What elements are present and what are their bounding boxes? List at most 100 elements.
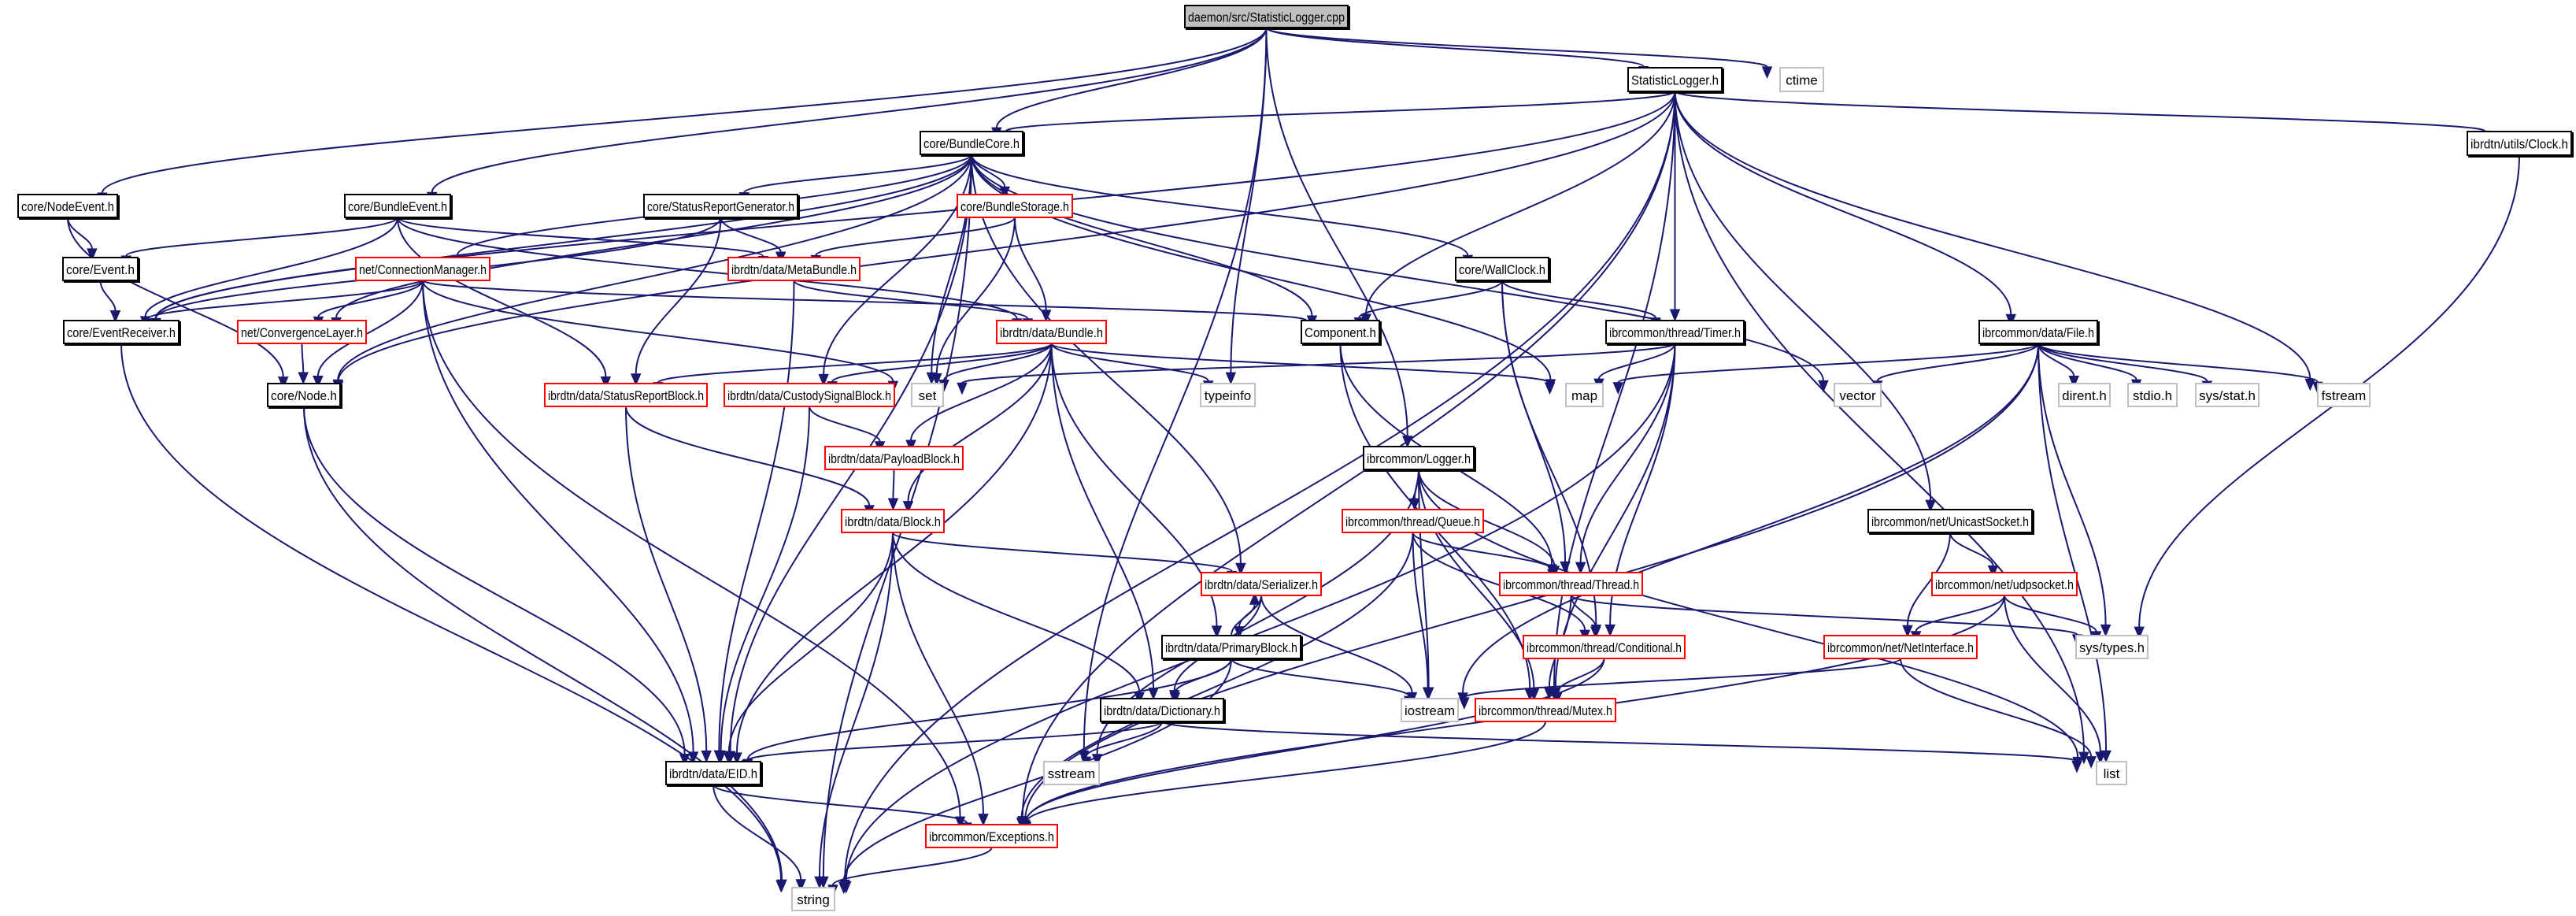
edge-line	[743, 154, 972, 194]
edge-connmgr_h-to-eid_h	[422, 280, 699, 765]
node-label: ibrcommon/data/File.h	[1982, 325, 2094, 340]
graph-node-thread-h[interactable]: ibrcommon/thread/Thread.h	[1499, 572, 1643, 596]
edge-line	[337, 91, 1676, 382]
graph-node-fstream: fstream	[2317, 383, 2371, 407]
node-box	[1823, 635, 1978, 659]
graph-node-clock-h[interactable]: ibrdtn/utils/Clock.h	[2467, 131, 2574, 158]
graph-node-connmgr-h[interactable]: net/ConnectionManager.h	[355, 257, 490, 281]
arrowhead-icon	[1925, 499, 1936, 513]
graph-node-srblock-h[interactable]: ibrdtn/data/StatusReportBlock.h	[544, 383, 708, 407]
edge-queue_h-to-iostream	[1412, 532, 1434, 700]
graph-node-eid-h[interactable]: ibrdtn/data/EID.h	[665, 761, 763, 787]
graph-node-csblock-h[interactable]: ibrdtn/data/CustodySignalBlock.h	[724, 383, 895, 407]
arrowhead-icon	[2068, 376, 2080, 388]
node-box	[1455, 257, 1549, 281]
node-box	[1201, 572, 1322, 596]
graph-node-wallclock-h[interactable]: core/WallClock.h	[1455, 257, 1551, 283]
graph-node-convlayer-h[interactable]: net/ConvergenceLayer.h	[237, 320, 367, 344]
arrowhead-icon	[2100, 624, 2112, 637]
graph-node-dictionary-h[interactable]: ibrdtn/data/Dictionary.h	[1100, 698, 1226, 724]
graph-node-exceptions-h[interactable]: ibrcommon/Exceptions.h	[925, 824, 1058, 848]
arrowhead-icon	[1211, 625, 1223, 639]
arrowhead-icon	[715, 750, 727, 763]
edge-event_h-to-eventreceiver_h	[99, 280, 121, 323]
graph-node-node-h[interactable]: core/Node.h	[267, 383, 342, 409]
graph-node-bundlestorage-h[interactable]: core/BundleStorage.h	[957, 194, 1073, 218]
edge-line	[727, 532, 894, 753]
edge-line	[822, 154, 972, 877]
edge-line	[1005, 91, 1676, 132]
graph-node-mutex-h[interactable]: ibrcommon/thread/Mutex.h	[1475, 698, 1616, 722]
graph-node-logger-h[interactable]: ibrcommon/Logger.h	[1363, 446, 1476, 472]
graph-node-block-h[interactable]: ibrdtn/data/Block.h	[841, 509, 945, 533]
graph-node-bundleevent-h[interactable]: core/BundleEvent.h	[344, 194, 453, 220]
graph-node-serializer-h[interactable]: ibrdtn/data/Serializer.h	[1201, 572, 1322, 596]
edge-line	[1265, 27, 1645, 68]
node-box	[1401, 698, 1459, 722]
edge-line	[146, 280, 424, 321]
arrowhead-icon	[902, 501, 914, 514]
edge-wallclock_h-to-thread_h	[1501, 280, 1571, 574]
node-box	[911, 383, 944, 407]
edge-line	[892, 532, 1233, 573]
node-label: ibrcommon/thread/Queue.h	[1345, 514, 1480, 529]
edge-line	[1418, 469, 1430, 688]
arrowhead-icon	[1422, 687, 1434, 700]
graph-node-srg-h[interactable]: core/StatusReportGenerator.h	[643, 194, 800, 220]
arrowhead-icon	[724, 752, 735, 766]
node-box	[2075, 635, 2149, 659]
edge-line	[712, 784, 802, 880]
graph-node-queue-h[interactable]: ibrcommon/thread/Queue.h	[1342, 509, 1484, 533]
arrowhead-icon	[818, 373, 829, 387]
graph-node-unicastsocket-h[interactable]: ibrcommon/net/UnicastSocket.h	[1867, 509, 2034, 535]
arrowhead-icon	[1225, 372, 1237, 385]
edge-netinterface_h-to-iostream	[1459, 658, 1901, 710]
graph-node-netinterface-h[interactable]: ibrcommon/net/NetInterface.h	[1823, 635, 1978, 659]
node-box	[1627, 67, 1723, 92]
node-label: sstream	[1048, 766, 1095, 781]
node-box	[344, 194, 451, 218]
node-label: ibrdtn/data/EID.h	[669, 766, 757, 781]
node-label: fstream	[2322, 388, 2367, 403]
edge-srblock_h-to-eid_h	[625, 406, 712, 763]
node-label: ibrcommon/thread/Conditional.h	[1527, 640, 1682, 655]
edge-line	[431, 27, 1268, 193]
edge-exceptions_h-to-string	[827, 847, 993, 898]
graph-node-primaryblock-h[interactable]: ibrdtn/data/PrimaryBlock.h	[1161, 635, 1303, 661]
graph-node-file-h[interactable]: ibrcommon/data/File.h	[1978, 320, 2100, 346]
edge-line	[844, 91, 1676, 881]
graph-node-payloadblock-h[interactable]: ibrdtn/data/PayloadBlock.h	[824, 446, 964, 470]
graph-node-bundlecore-h[interactable]: core/BundleCore.h	[920, 131, 1025, 157]
node-box	[267, 383, 341, 407]
edge-line	[422, 280, 961, 818]
graph-node-nodeevent-h[interactable]: core/NodeEvent.h	[17, 194, 120, 220]
graph-node-eventreceiver-h[interactable]: core/EventReceiver.h	[63, 320, 181, 346]
node-box	[724, 383, 895, 407]
arrowhead-icon	[1761, 66, 1773, 80]
graph-node-udpsocket-h[interactable]: ibrcommon/net/udpsocket.h	[1931, 572, 2078, 596]
edge-line	[971, 154, 1313, 317]
edge-node_h-to-string	[303, 406, 787, 892]
graph-node-metabundle-h[interactable]: ibrdtn/data/MetaBundle.h	[727, 257, 861, 281]
arrowhead-icon	[600, 376, 612, 389]
graph-node-conditional-h[interactable]: ibrcommon/thread/Conditional.h	[1523, 635, 1686, 659]
edge-line	[907, 343, 1053, 502]
node-label: ibrdtn/data/MetaBundle.h	[731, 262, 857, 277]
edge-line	[1876, 343, 2039, 382]
edges-layer	[67, 27, 2520, 898]
graph-node-event-h[interactable]: core/Event.h	[62, 257, 140, 283]
edge-line	[120, 343, 783, 881]
graph-node-timer-h[interactable]: ibrcommon/thread/Timer.h	[1605, 320, 1746, 346]
graph-node-bundle-h[interactable]: ibrdtn/data/Bundle.h	[996, 320, 1107, 344]
edge-line	[2037, 343, 2319, 384]
arrowhead-icon	[1612, 382, 1624, 395]
edge-line	[67, 217, 284, 377]
node-box	[1779, 67, 1824, 92]
node-label: core/Node.h	[271, 388, 337, 403]
edge-line	[831, 847, 993, 886]
graph-node-statlog-h[interactable]: StatisticLogger.h	[1627, 67, 1724, 94]
graph-node-root[interactable]: daemon/src/StatisticLogger.cpp	[1184, 5, 1350, 30]
graph-node-component-h[interactable]: Component.h	[1301, 320, 1382, 346]
arrowhead-icon	[1040, 310, 1052, 323]
edge-line	[1050, 343, 1154, 688]
